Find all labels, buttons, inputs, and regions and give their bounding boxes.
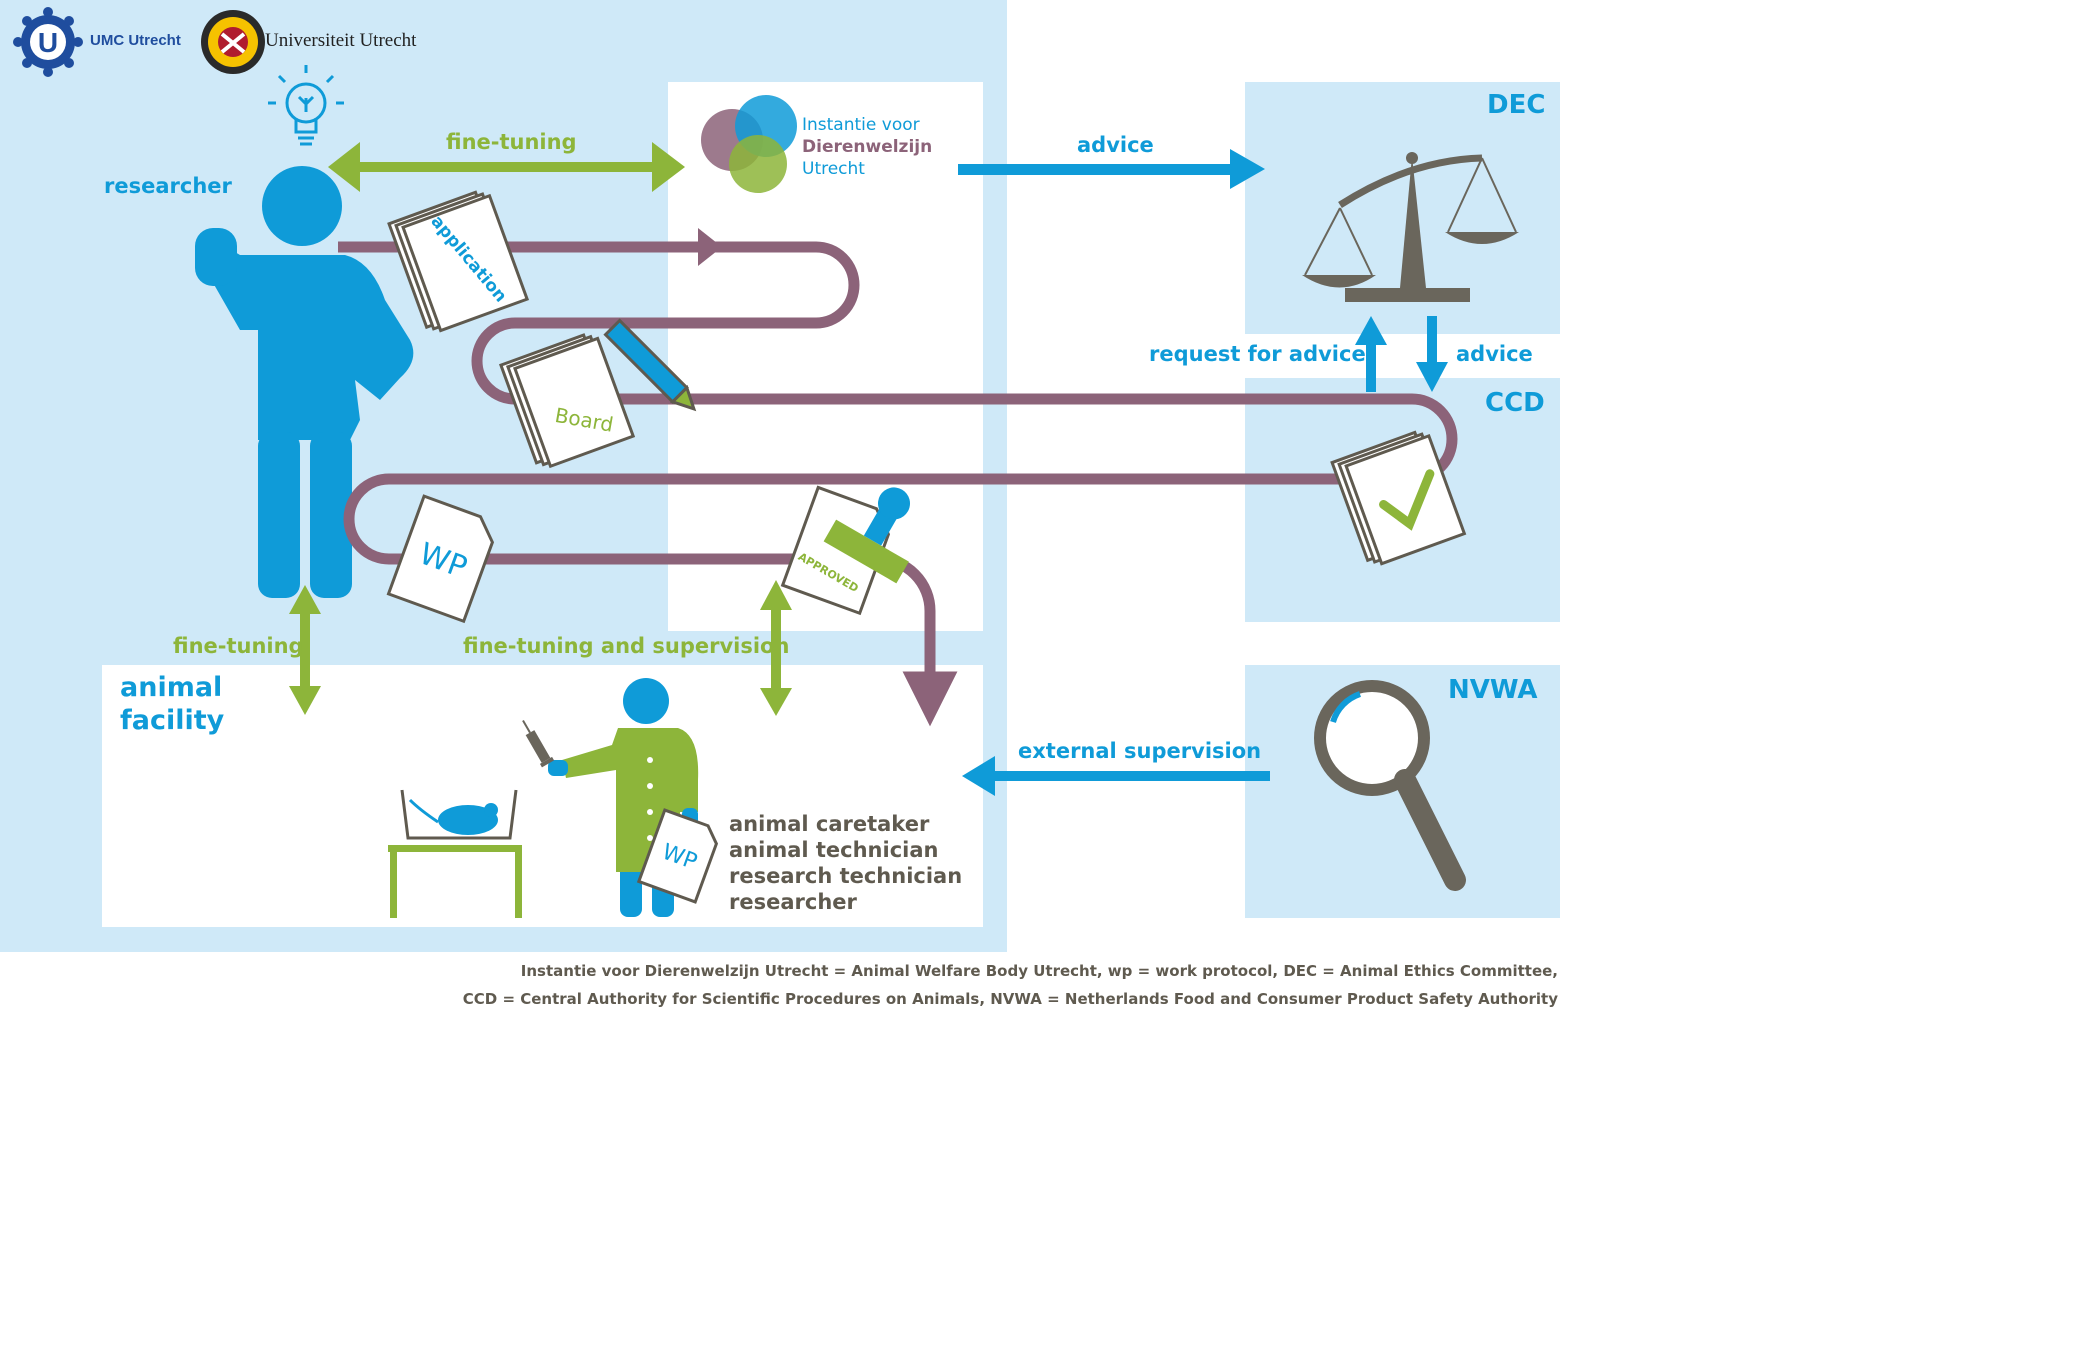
- request-for-advice-arrow: [1355, 316, 1387, 392]
- researcher-label: researcher: [104, 174, 232, 198]
- lightbulb-icon: [268, 65, 344, 146]
- footnote-line1: Instantie voor Dierenwelzijn Utrecht = A…: [520, 962, 1558, 980]
- footnote-line2: CCD = Central Authority for Scientific P…: [462, 990, 1558, 1008]
- external-supervision-arrow: [962, 756, 1270, 796]
- staff-item: researcher: [729, 890, 857, 914]
- application-document: application: [387, 190, 530, 333]
- advice-top-label: advice: [1077, 133, 1154, 157]
- approved-document: APPROVED: [780, 485, 891, 616]
- stamp-icon: [823, 487, 910, 584]
- board-document: Board: [498, 333, 636, 469]
- animal-facility-label-line2: facility: [120, 705, 225, 736]
- umc-logo: U: [13, 7, 83, 77]
- staff-item: animal caretaker: [729, 812, 930, 836]
- uu-seal: [201, 10, 265, 74]
- staff-item: research technician: [729, 864, 963, 888]
- application-flow-path: [338, 241, 1458, 727]
- uu-logo-text: Universiteit Utrecht: [265, 30, 417, 51]
- fine-tuning-supervision-label: fine-tuning and supervision: [463, 634, 790, 658]
- researcher-figure-icon: [195, 166, 414, 598]
- external-supervision-label: external supervision: [1018, 739, 1262, 763]
- approved-check-document: [1330, 430, 1467, 566]
- dec-label: DEC: [1487, 90, 1546, 120]
- nvwa-label: NVWA: [1448, 675, 1538, 705]
- fine-tuning-supervision-arrow: [760, 580, 792, 716]
- wp-document: WP: [386, 494, 495, 624]
- ivd-line3: Utrecht: [802, 159, 865, 179]
- ivd-line1: Instantie voor: [802, 115, 920, 135]
- flow-chevron: [698, 228, 722, 266]
- diagram: U: [0, 0, 1560, 1008]
- fine-tuning-top-arrow: [328, 142, 685, 192]
- checkmark-icon: [1379, 469, 1435, 531]
- diagram-canvas: U: [0, 0, 1560, 952]
- fine-tuning-top-label: fine-tuning: [446, 130, 577, 154]
- fine-tuning-left-label: fine-tuning: [173, 634, 304, 658]
- umc-logo-letter: U: [38, 27, 58, 58]
- fine-tuning-left-arrow: [289, 585, 321, 715]
- animal-facility-panel: [102, 665, 983, 927]
- ivd-logo: [701, 95, 797, 193]
- advice-arrow-top: [958, 149, 1265, 189]
- ccd-label: CCD: [1485, 388, 1545, 418]
- syringe-icon: [522, 720, 555, 768]
- umc-logo-text: UMC Utrecht: [90, 32, 181, 49]
- pen-icon: [603, 318, 697, 412]
- advice-down-arrow: [1416, 316, 1448, 392]
- magnifier-icon: [1314, 680, 1466, 891]
- ivd-line2: Dierenwelzijn: [802, 137, 933, 157]
- animal-cage-table: [388, 789, 522, 918]
- staff-item: animal technician: [729, 838, 939, 862]
- mouse-icon: [408, 798, 498, 835]
- wp-small-document: WP: [636, 808, 719, 904]
- advice-right-label: advice: [1456, 342, 1533, 366]
- request-for-advice-label: request for advice: [1149, 342, 1366, 366]
- animal-facility-label-line1: animal: [120, 672, 223, 703]
- scale-icon: [1302, 152, 1519, 302]
